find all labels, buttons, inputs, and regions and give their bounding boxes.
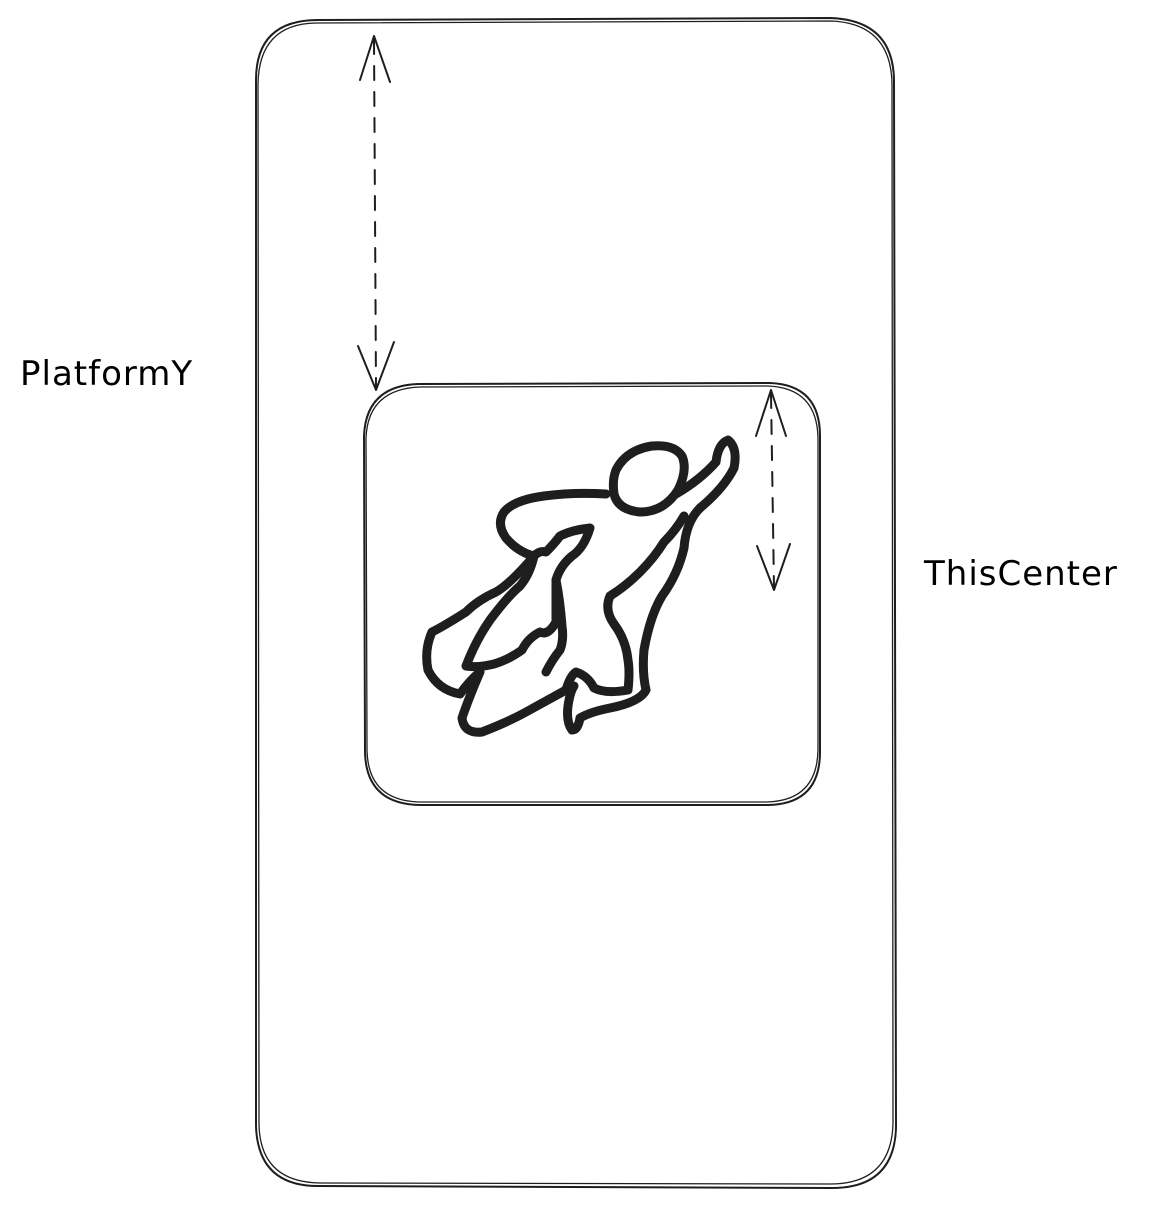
flying-superhero-icon <box>422 435 740 737</box>
character-box <box>362 381 821 806</box>
platform-y-arrow <box>357 35 395 391</box>
platform-box <box>255 16 898 1190</box>
this-center-arrow <box>755 389 791 591</box>
platform-y-label: PlatformY <box>20 354 194 394</box>
this-center-label: ThisCenter <box>924 554 1118 594</box>
